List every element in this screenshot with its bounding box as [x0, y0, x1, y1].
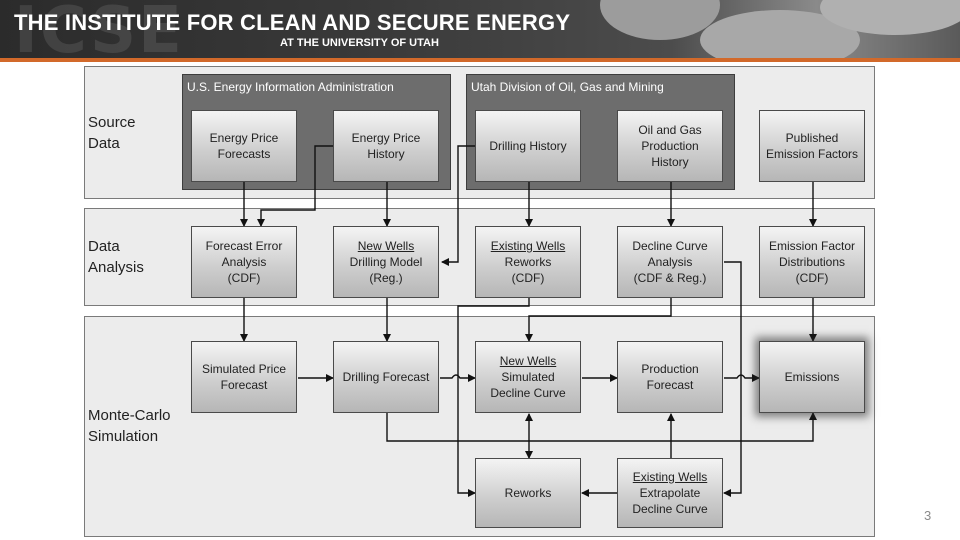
arrow-price-history-to-error: [257, 145, 333, 227]
arrow-drilling-history-to-model: [441, 145, 475, 266]
line-decline-branch: [617, 298, 672, 317]
arrow-drilling-to-new-wells: [440, 374, 476, 382]
header-banner: ICSE THE INSTITUTE FOR CLEAN AND SECURE …: [0, 0, 960, 58]
group-udogm-title: Utah Division of Oil, Gas and Mining: [471, 80, 664, 94]
banner-title: THE INSTITUTE FOR CLEAN AND SECURE ENERG…: [14, 10, 571, 35]
banner-watermark: ICSE: [14, 0, 184, 58]
box-emissions: Emissions: [759, 341, 865, 413]
arrow-reworks-analysis-to-reworks: [457, 298, 530, 497]
box-reworks: Reworks: [475, 458, 581, 528]
page-number: 3: [924, 508, 932, 523]
banner-subtitle: AT THE UNIVERSITY OF UTAH: [280, 37, 439, 49]
accent-line: [0, 58, 960, 62]
arrow-production-to-emissions: [724, 374, 760, 382]
arrow-decline-to-new-wells-sim: [525, 315, 617, 342]
box-drilling-history: Drilling History: [475, 110, 581, 182]
box-drilling-forecast: Drilling Forecast: [333, 341, 439, 413]
group-eia-title: U.S. Energy Information Administration: [187, 80, 394, 94]
arrow-decline-to-extrapolate: [723, 261, 742, 497]
line-drilling-to-emissions-loop: [386, 412, 817, 442]
